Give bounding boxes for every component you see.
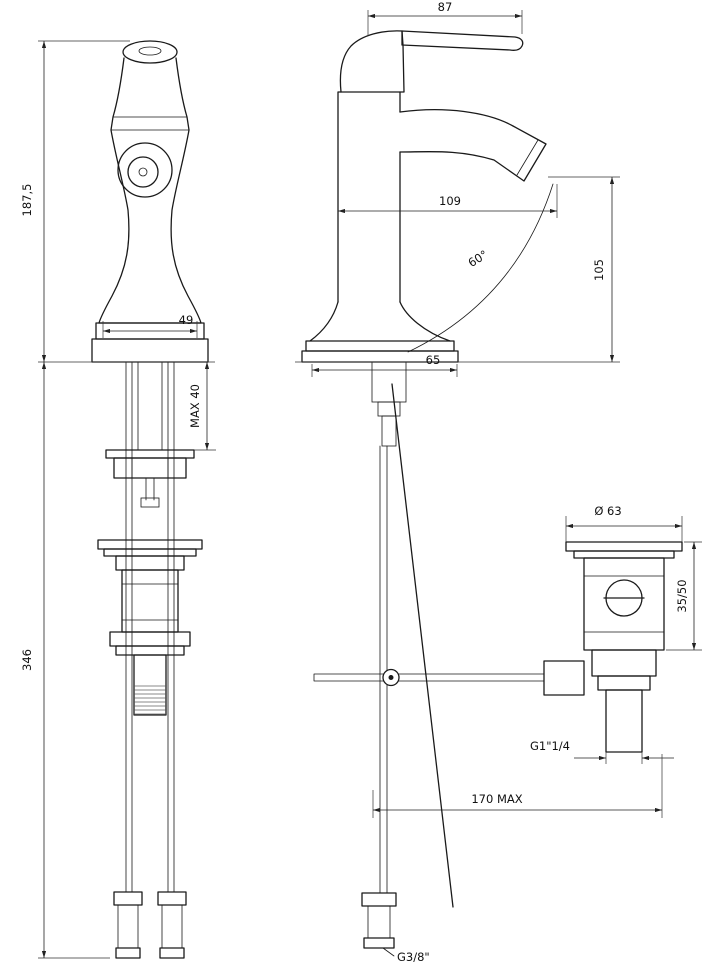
front-dimensions: 187,5 346 49 MAX 40 — [20, 40, 216, 959]
dim-hose-thread-label: G3/8" — [397, 950, 430, 964]
side-hose-end — [361, 892, 397, 957]
front-faucet-body — [91, 40, 209, 363]
dim-total-height-label: 346 — [20, 649, 34, 671]
threaded-shank-front — [137, 361, 163, 451]
mounting-nut-front — [113, 457, 187, 479]
dim-spout-height-label: 105 — [592, 259, 606, 281]
dim-spout-angle-label: 60° — [466, 247, 491, 270]
front-mounting-hardware — [105, 361, 195, 893]
supply-pipe-side — [379, 445, 388, 894]
supply-pipes-front — [125, 361, 175, 893]
spout-angle-arc — [407, 183, 554, 353]
front-view: 187,5 346 49 MAX 40 — [20, 40, 216, 959]
front-supply-hoses — [113, 891, 187, 959]
dim-waste-range-label: 35/50 — [675, 579, 689, 612]
side-mounting-and-pipes — [313, 361, 545, 908]
dim-handle-width-label: 87 — [438, 0, 453, 14]
handle-knob-front — [117, 142, 173, 198]
threaded-shank-side — [371, 361, 407, 403]
waste-tailpiece — [605, 689, 643, 753]
dim-spout-reach-label: 109 — [439, 194, 461, 208]
side-faucet-body — [301, 30, 547, 363]
dim-rod-reach-label: 170 MAX — [471, 792, 522, 806]
waste-rod-knob — [543, 660, 585, 696]
dim-upper-height-label: 187,5 — [20, 184, 34, 217]
dim-waste-thread-label: G1"1/4 — [530, 739, 570, 753]
pop-up-horizontal-rod — [313, 673, 545, 682]
dim-base-depth-label: 65 — [426, 353, 441, 367]
side-dimensions: 87 109 60° 105 65 Ø 63 35/50 G1"1/4 — [295, 0, 702, 964]
spout-side — [399, 109, 547, 182]
spout-top-slot — [138, 46, 162, 56]
dim-waste-diameter-label: Ø 63 — [594, 504, 621, 518]
pop-up-rod-diagonal — [391, 383, 454, 908]
washer-front — [105, 449, 195, 459]
side-view: 87 109 60° 105 65 Ø 63 35/50 G1"1/4 — [295, 0, 702, 964]
lever-handle-side — [401, 30, 524, 52]
dim-deck-max-label: MAX 40 — [188, 384, 202, 428]
dim-base-width-label: 49 — [179, 313, 194, 327]
side-waste-assembly — [543, 541, 683, 753]
front-waste-assembly — [97, 539, 203, 716]
